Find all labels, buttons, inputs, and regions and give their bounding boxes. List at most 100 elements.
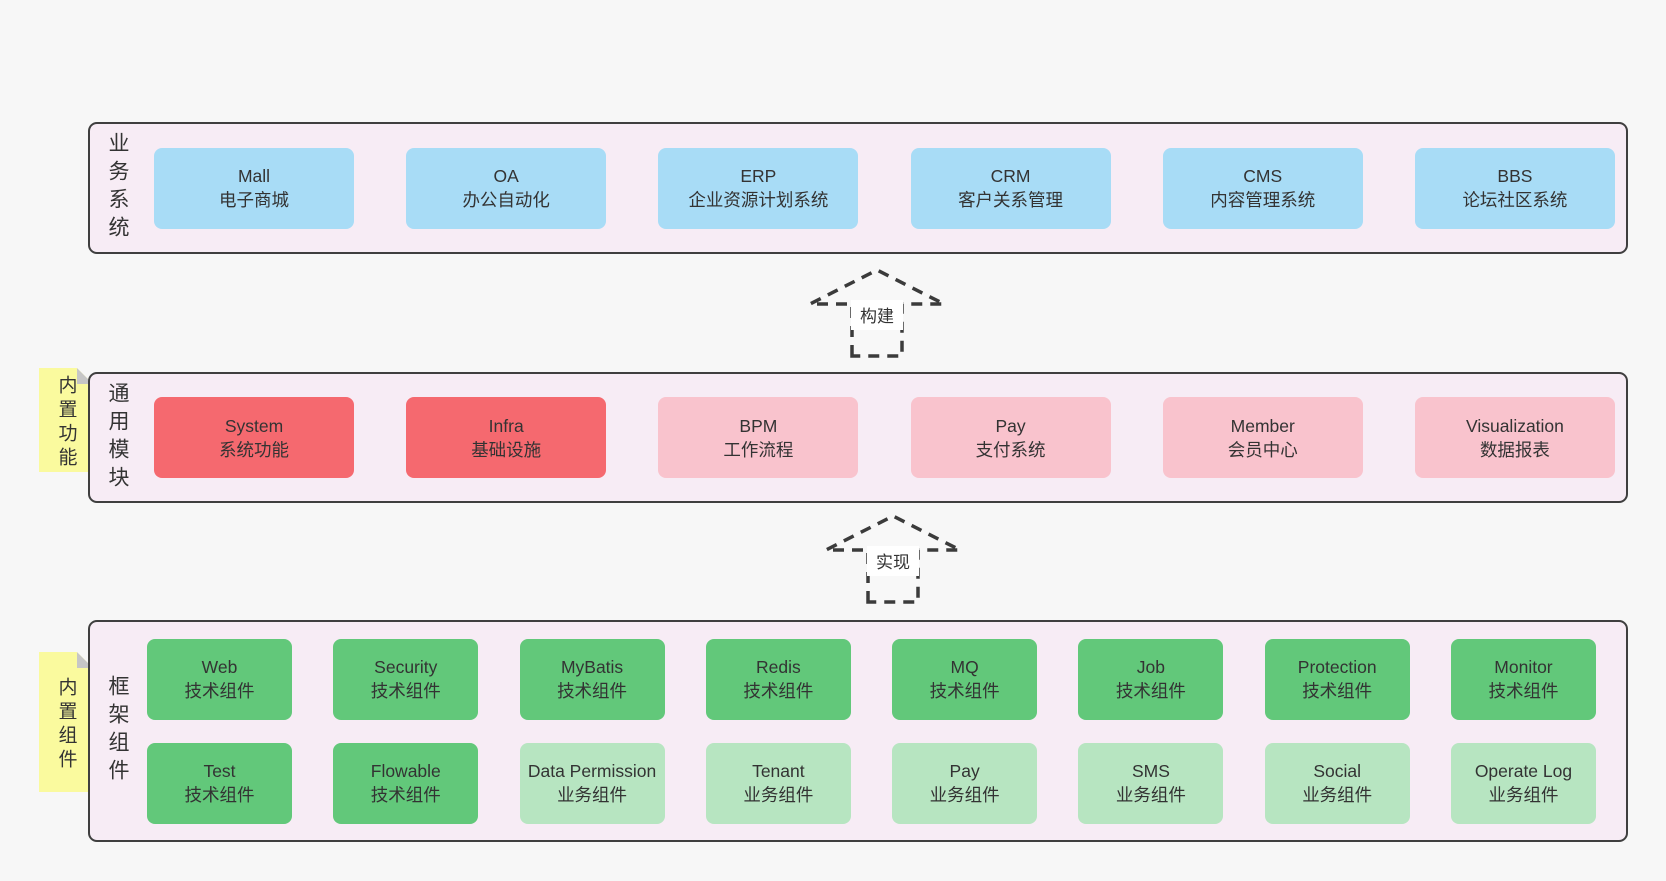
arrow-label-bg (867, 546, 919, 576)
box-title: Redis (755, 657, 801, 677)
layer-business-systems: 业务系统 Mall 电子商城 OA 办公自动化 ERP 企业资源计划系统 CRM… (88, 122, 1628, 254)
layer-title-business-systems: 业务系统 (106, 132, 129, 244)
box-title: Social (1313, 761, 1362, 781)
box-pay-business: Pay 业务组件 (892, 742, 1038, 824)
box-title: Security (374, 657, 438, 677)
box-social: Social 业务组件 (1264, 742, 1410, 824)
box-title: Data Permission (527, 761, 657, 781)
box-subtitle: 技术组件 (557, 681, 628, 701)
box-title: MyBatis (560, 657, 624, 677)
layer-title-common-modules: 通用模块 (106, 381, 129, 494)
box-operate-log: Operate Log 业务组件 (1450, 742, 1596, 824)
box-subtitle: 技术组件 (1488, 681, 1559, 701)
note-label: 内置组件 (55, 677, 77, 773)
box-title: Tenant (752, 761, 805, 781)
box-member: Member 会员中心 (1162, 397, 1363, 478)
implement-arrow: 实现 (825, 514, 961, 604)
box-title: System (224, 415, 284, 436)
box-system: System 系统功能 (154, 397, 354, 478)
box-bpm: BPM 工作流程 (658, 397, 859, 478)
box-title: Web (201, 657, 238, 677)
box-protection: Protection 技术组件 (1264, 638, 1410, 720)
box-bbs: BBS 论坛社区系统 (1414, 147, 1615, 229)
box-subtitle: 技术组件 (1302, 681, 1373, 701)
box-test: Test 技术组件 (147, 742, 292, 824)
box-subtitle: 技术组件 (1115, 681, 1186, 701)
layer-framework-components: 框架组件 Web 技术组件 Security 技术组件 MyBatis 技术组件… (88, 620, 1628, 842)
box-title: Test (203, 761, 236, 781)
box-subtitle: 会员中心 (1227, 439, 1298, 460)
box-subtitle: 基础设施 (471, 439, 542, 460)
box-title: Mall (237, 166, 271, 186)
box-subtitle: 电子商城 (219, 190, 289, 210)
box-subtitle: 数据报表 (1479, 439, 1550, 460)
framework-components-row-1: Web 技术组件 Security 技术组件 MyBatis 技术组件 Redi… (147, 638, 1596, 720)
business-systems-row: Mall 电子商城 OA 办公自动化 ERP 企业资源计划系统 CRM 客户关系… (154, 147, 1615, 229)
box-subtitle: 业务组件 (1488, 785, 1559, 805)
box-subtitle: 办公自动化 (462, 190, 550, 210)
arrow-label: 实现 (876, 553, 910, 572)
box-mq: MQ 技术组件 (892, 638, 1038, 720)
sticky-note-builtin-components: 内置组件 (39, 652, 93, 792)
box-subtitle: 技术组件 (743, 681, 814, 701)
box-data-permission: Data Permission 业务组件 (519, 742, 665, 824)
box-mybatis: MyBatis 技术组件 (519, 638, 665, 720)
box-infra: Infra 基础设施 (406, 397, 607, 478)
box-flowable: Flowable 技术组件 (333, 742, 479, 824)
layer-title-framework-components: 框架组件 (106, 675, 129, 787)
box-sms: SMS 业务组件 (1078, 742, 1224, 824)
box-subtitle: 支付系统 (975, 439, 1046, 460)
box-pay: Pay 支付系统 (910, 397, 1111, 478)
box-title: Protection (1297, 657, 1377, 677)
box-subtitle: 客户关系管理 (958, 190, 1064, 210)
box-subtitle: 技术组件 (370, 785, 441, 805)
box-tenant: Tenant 业务组件 (705, 742, 851, 824)
framework-components-row-2: Test 技术组件 Flowable 技术组件 Data Permission … (147, 742, 1596, 824)
box-subtitle: 论坛社区系统 (1462, 190, 1568, 210)
box-title: CMS (1243, 166, 1283, 186)
box-title: MQ (950, 657, 979, 677)
box-title: Flowable (370, 761, 441, 781)
box-title: Member (1230, 415, 1295, 436)
box-subtitle: 企业资源计划系统 (688, 190, 829, 210)
layer-common-modules: 通用模块 System 系统功能 Infra 基础设施 BPM 工作流程 Pay… (88, 372, 1628, 503)
box-subtitle: 业务组件 (929, 785, 1000, 805)
box-title: BPM (739, 415, 778, 436)
box-security: Security 技术组件 (333, 638, 479, 720)
box-title: OA (493, 166, 519, 186)
box-subtitle: 技术组件 (184, 785, 255, 805)
box-monitor: Monitor 技术组件 (1450, 638, 1596, 720)
box-title: Pay (995, 415, 1026, 436)
box-crm: CRM 客户关系管理 (910, 147, 1111, 229)
box-subtitle: 技术组件 (370, 681, 441, 701)
box-oa: OA 办公自动化 (406, 147, 607, 229)
build-arrow: 构建 (809, 268, 945, 358)
box-job: Job 技术组件 (1078, 638, 1224, 720)
box-subtitle: 技术组件 (929, 681, 1000, 701)
box-erp: ERP 企业资源计划系统 (658, 147, 859, 229)
box-title: Pay (949, 761, 980, 781)
arrow-label-bg (851, 300, 903, 330)
box-subtitle: 业务组件 (743, 785, 814, 805)
note-label: 内置功能 (55, 375, 77, 471)
box-title: BBS (1497, 166, 1533, 186)
box-subtitle: 内容管理系统 (1210, 190, 1316, 210)
box-subtitle: 工作流程 (723, 439, 794, 460)
box-title: Infra (488, 415, 524, 436)
box-subtitle: 业务组件 (1302, 785, 1373, 805)
box-title: Job (1136, 657, 1166, 677)
box-cms: CMS 内容管理系统 (1162, 147, 1363, 229)
box-title: Operate Log (1474, 761, 1573, 781)
common-modules-row: System 系统功能 Infra 基础设施 BPM 工作流程 Pay 支付系统… (154, 397, 1615, 478)
box-subtitle: 业务组件 (1115, 785, 1186, 805)
box-title: SMS (1131, 761, 1170, 781)
box-title: CRM (990, 166, 1031, 186)
box-visualization: Visualization 数据报表 (1414, 397, 1615, 478)
sticky-note-builtin-features: 内置功能 (39, 368, 93, 472)
box-redis: Redis 技术组件 (705, 638, 851, 720)
box-subtitle: 系统功能 (219, 439, 289, 460)
box-title: ERP (740, 166, 777, 186)
box-title: Visualization (1465, 415, 1564, 436)
box-subtitle: 技术组件 (184, 681, 255, 701)
